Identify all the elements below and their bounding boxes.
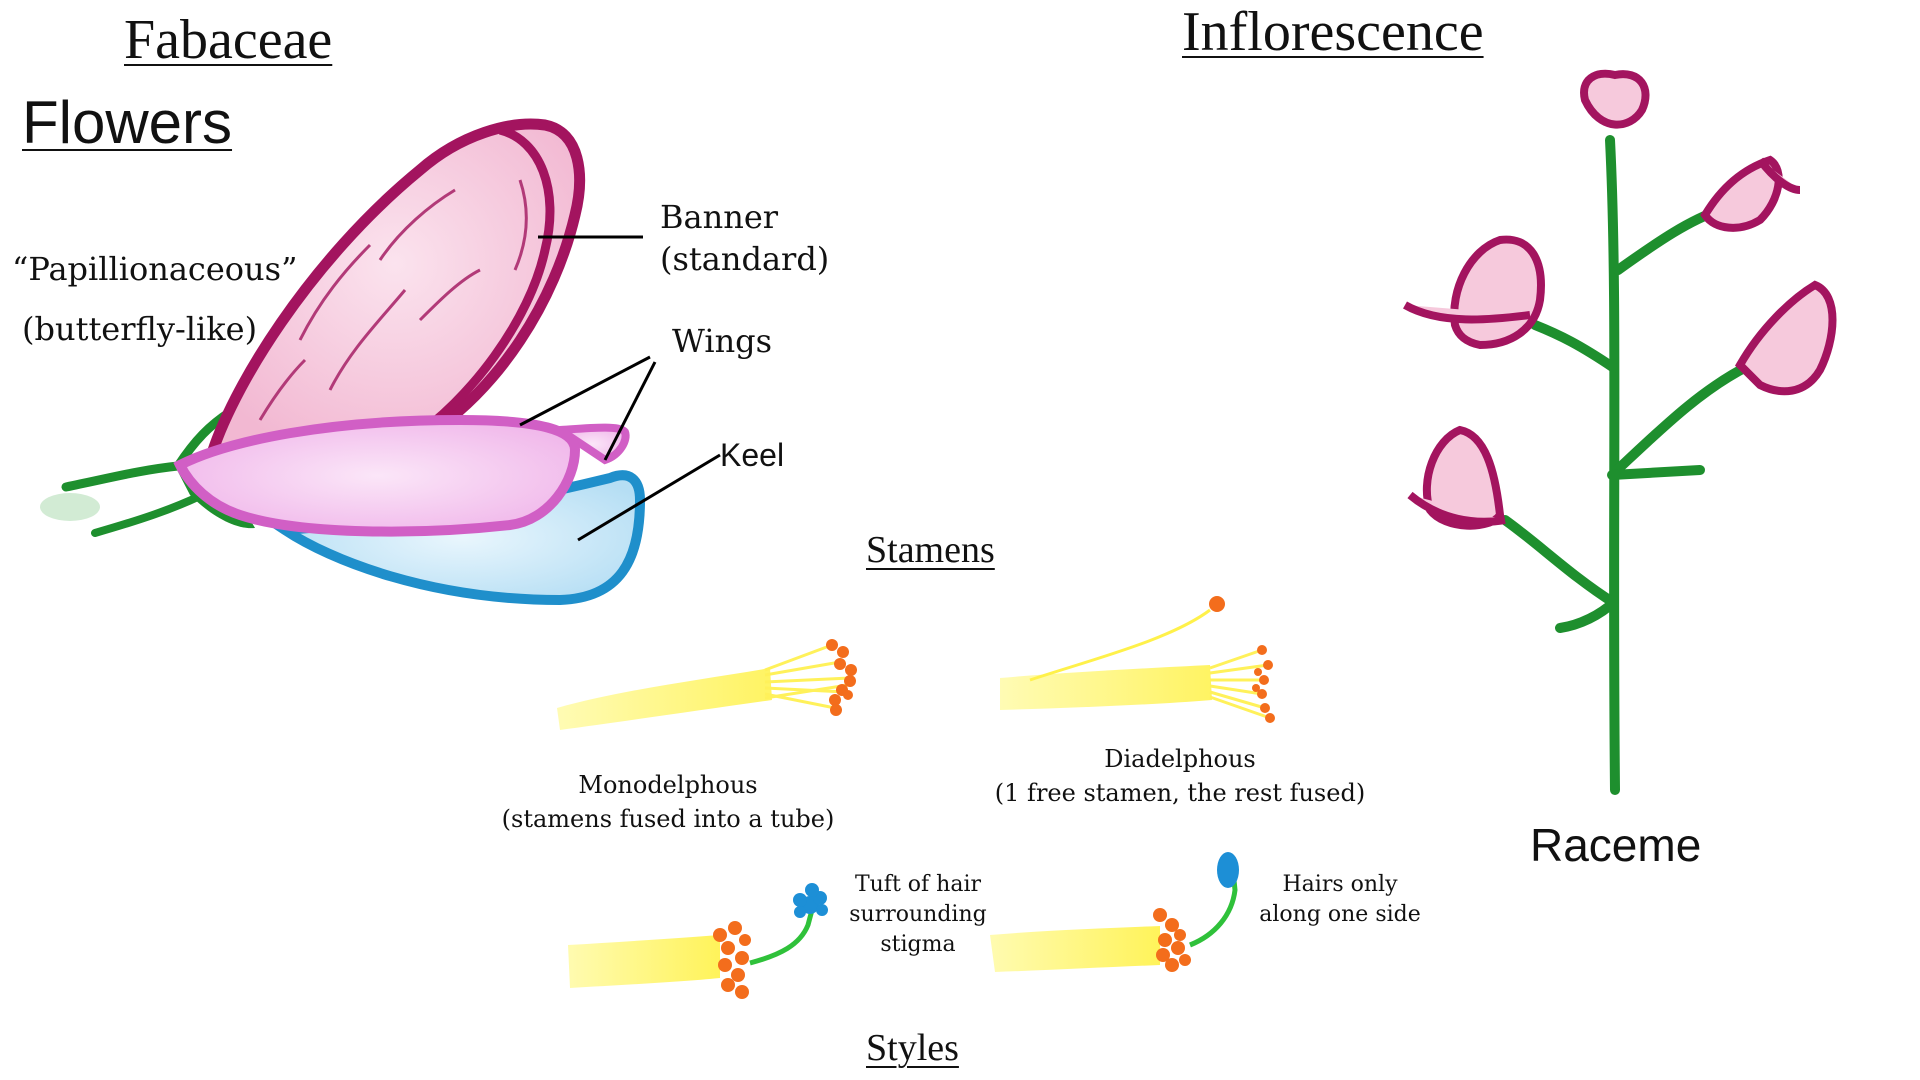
raceme-main-stem xyxy=(1605,135,1620,795)
diadelphous-description: (1 free stamen, the rest fused) xyxy=(994,779,1366,807)
raceme-flower-upper-left xyxy=(1403,235,1545,350)
styles-heading: Styles xyxy=(866,1027,959,1069)
raceme-inflorescence xyxy=(1403,69,1837,795)
papilionaceous-flower xyxy=(40,118,721,606)
raceme-flower-upper-right xyxy=(1700,155,1801,232)
butterfly-like-label: (butterfly-like) xyxy=(22,310,258,348)
raceme-flower-lower-left xyxy=(1407,425,1506,530)
raceme-flower-bud xyxy=(1580,69,1650,129)
keel-label: Keel xyxy=(720,437,785,473)
flowers-heading: Flowers xyxy=(22,89,233,156)
hairs-only-label: Hairs only xyxy=(1282,872,1398,897)
banner-label: Banner xyxy=(660,198,779,236)
stigma-label: stigma xyxy=(880,932,956,957)
surrounding-label: surrounding xyxy=(849,902,987,927)
tuft-of-hair-label: Tuft of hair xyxy=(854,872,982,897)
monodelphous-label: Monodelphous xyxy=(578,771,758,799)
raceme-label: Raceme xyxy=(1530,819,1702,871)
banner-alt-label: (standard) xyxy=(660,240,830,278)
inflorescence-heading: Inflorescence xyxy=(1182,1,1484,63)
raceme-flower-middle-right xyxy=(1735,280,1837,396)
stamens-heading: Stamens xyxy=(866,529,995,571)
style-tufted xyxy=(568,883,828,999)
wing-petals xyxy=(173,414,630,537)
diadelphous-stamens xyxy=(1000,596,1275,723)
monodelphous-description: (stamens fused into a tube) xyxy=(501,805,835,833)
monodelphous-stamens xyxy=(557,639,857,730)
diadelphous-label: Diadelphous xyxy=(1104,745,1256,773)
style-one-side-hairs xyxy=(990,852,1239,972)
along-one-side-label: along one side xyxy=(1259,902,1421,927)
papilionaceous-label: “Papillionaceous” xyxy=(12,250,298,288)
leader-lines xyxy=(519,235,721,542)
diagram-title: Fabaceae xyxy=(124,9,333,71)
wings-label: Wings xyxy=(672,322,773,360)
